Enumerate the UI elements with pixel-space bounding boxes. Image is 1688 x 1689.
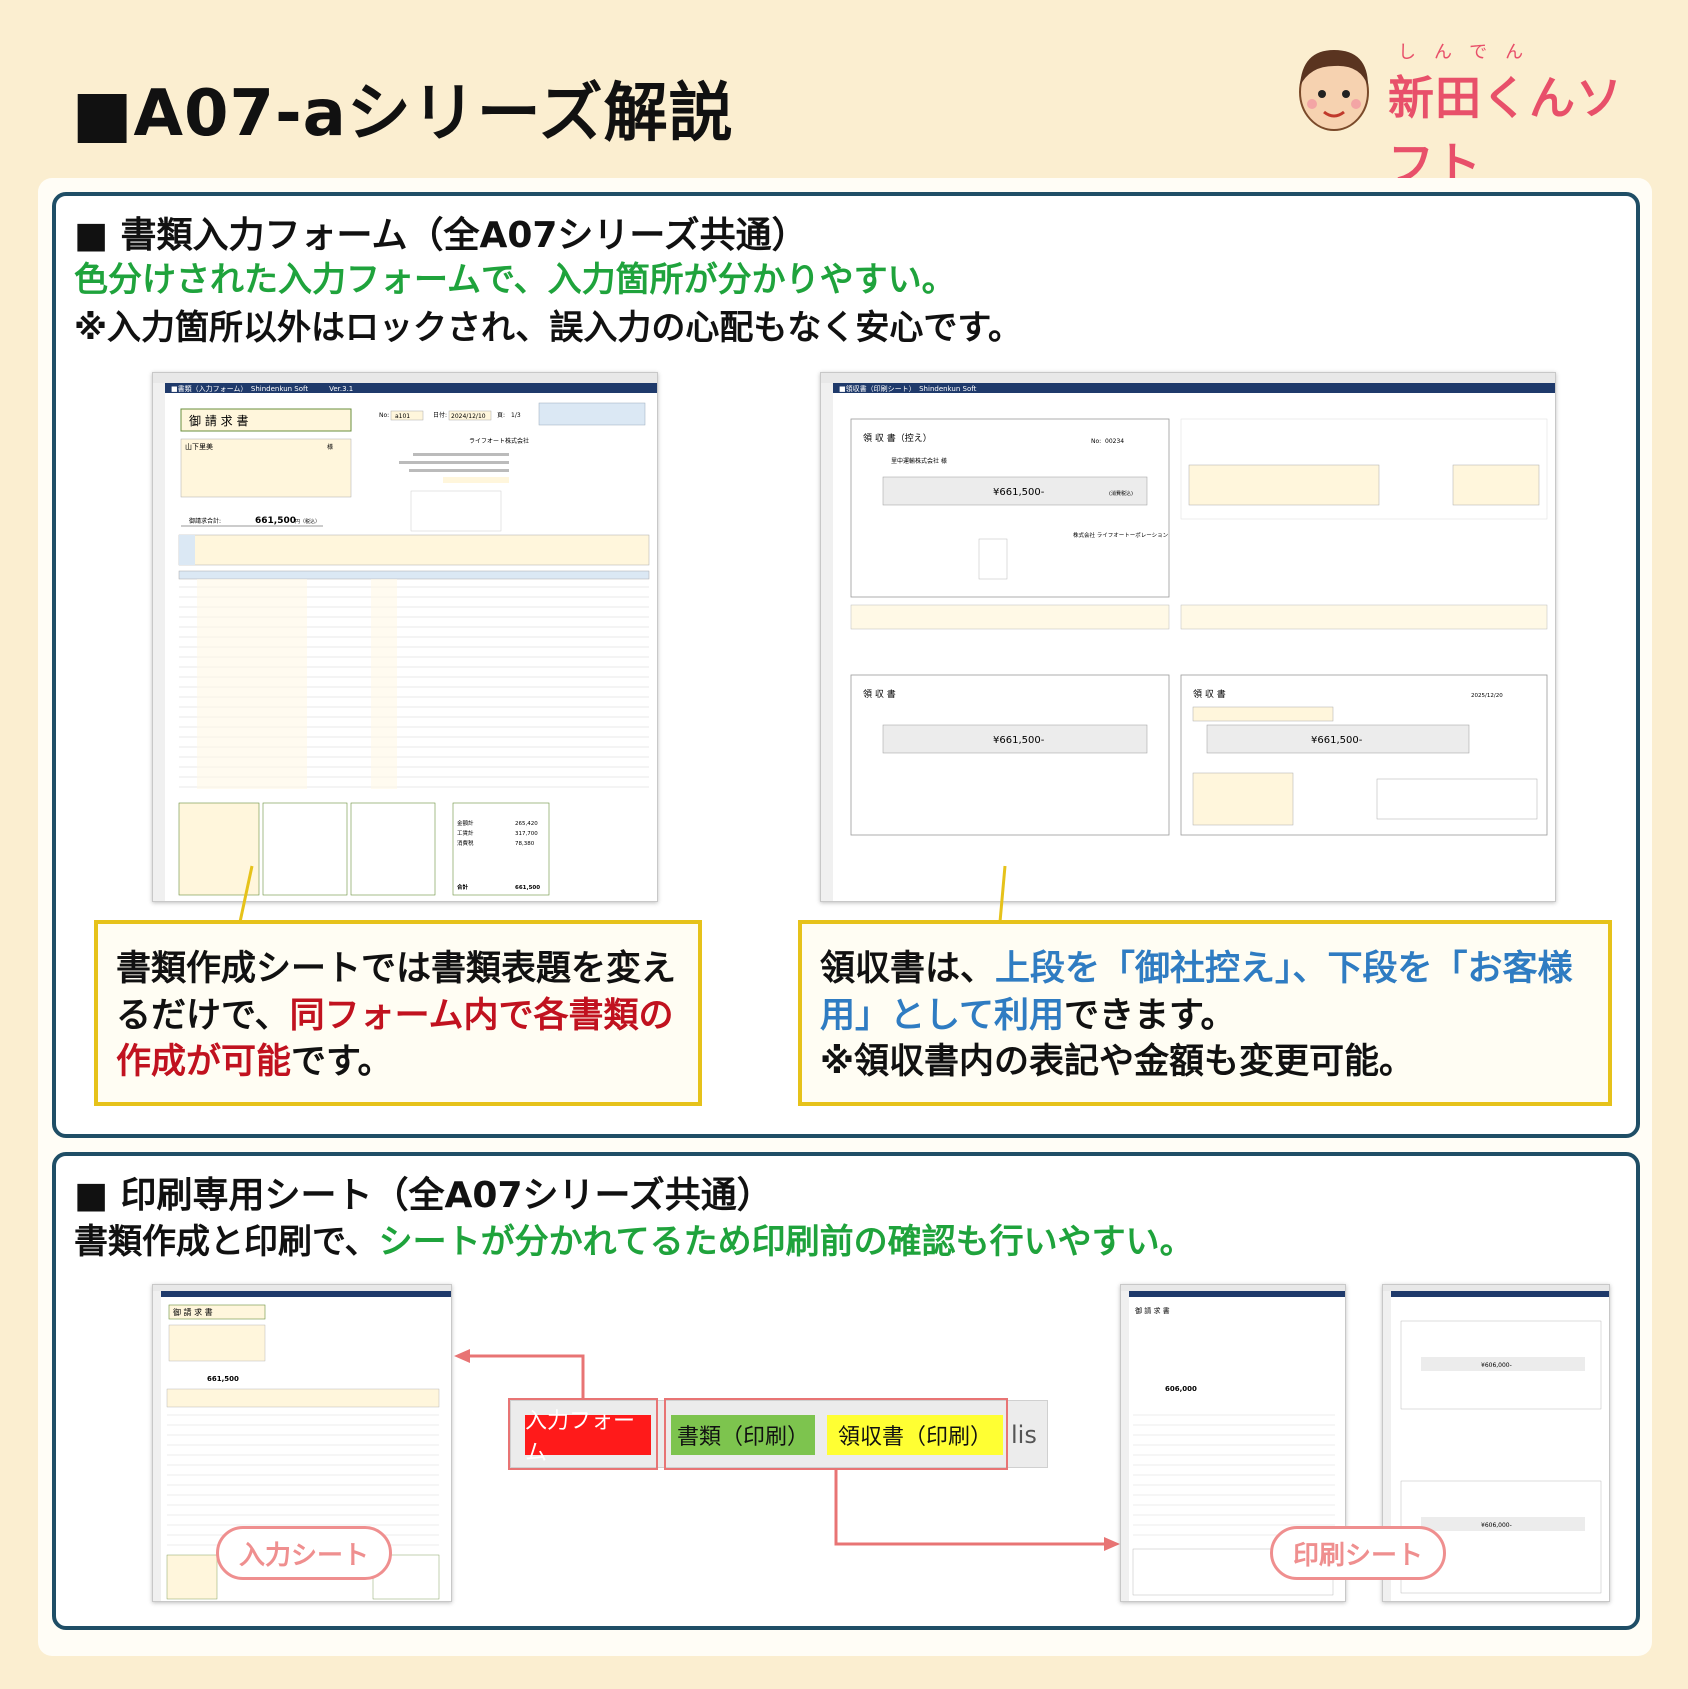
receipt-sheet-screenshot: ■領収書（印刷シート） Shindenkun Soft 領 収 書（控え） No… — [820, 372, 1556, 902]
receipt-title-copy: 領 収 書（控え） — [863, 432, 932, 444]
form-header-text: ■書類（入力フォーム） Shindenkun Soft Ver.3.1 — [171, 384, 353, 393]
callout-right-part1: 領収書は、 — [820, 949, 996, 989]
section2-line-highlight: シートが分かれてるため印刷前の確認も行いやすい。 — [378, 1222, 1194, 1262]
receipt-no-label: No: — [1091, 438, 1101, 445]
form-total-suffix: 円（税込） — [295, 518, 320, 525]
form-total-label: 御請求合計: — [189, 517, 221, 525]
thumb-doc-title: 御 請 求 書 — [1135, 1306, 1170, 1315]
receipt-header-text: ■領収書（印刷シート） Shindenkun Soft — [839, 384, 977, 393]
page-title: ■A07-aシリーズ解説 — [72, 77, 734, 151]
receipt-title-lower: 領 収 書 — [863, 688, 896, 700]
callout-right-highlight: 上段を「御社控え」、下段を「お客様用」として利用 — [820, 949, 1573, 1036]
callout-left-part2: です。 — [291, 1042, 393, 1083]
form-no-value: a101 — [395, 413, 410, 420]
input-form-screenshot: ■書類（入力フォーム） Shindenkun Soft Ver.3.1 御 請 … — [152, 372, 658, 902]
form-no-label: No: — [379, 412, 389, 419]
section1-heading: ■ 書類入力フォーム（全A07シリーズ共通） — [74, 215, 808, 256]
mascot-face-icon — [1299, 50, 1369, 131]
receipt-tax-note: (消費税込) — [1109, 490, 1133, 497]
form-honorific: 様 — [327, 443, 333, 451]
tab-receipt-print[interactable]: 領収書（印刷） — [827, 1415, 1003, 1455]
receipt-amount-right: ¥661,500- — [1311, 735, 1363, 746]
form-subtotal-label-1: 金額計 — [457, 819, 474, 827]
thumb-receipt-amount-1: ¥606,000- — [1481, 1362, 1512, 1369]
thumb-receipt-amount-2: ¥606,000- — [1481, 1522, 1512, 1529]
input-tab-highlight — [508, 1398, 658, 1470]
tab-list-partial[interactable]: lis — [1011, 1421, 1037, 1449]
section2-line: 書類作成と印刷で、シートが分かれてるため印刷前の確認も行いやすい。 — [74, 1214, 1194, 1263]
arrow-left-icon — [454, 1349, 470, 1363]
form-date-label: 日付: — [433, 411, 447, 419]
section1-line2: ※入力箇所以外はロックされ、誤入力の心配もなく安心です。 — [74, 308, 1022, 348]
section2-heading: ■ 印刷専用シート（全A07シリーズ共通） — [74, 1175, 773, 1216]
form-client: 山下里美 — [185, 442, 213, 451]
thumb-input-total: 661,500 — [207, 1375, 239, 1383]
form-subtotal-label-3: 消費税 — [457, 839, 474, 847]
form-company: ライフオート株式会社 — [469, 437, 529, 445]
form-total-value: 661,500 — [255, 516, 296, 526]
form-page-label: 頁: — [497, 412, 505, 419]
form-subtotal-value-1: 265,420 — [515, 821, 538, 827]
form-page-value: 1/3 — [511, 412, 521, 419]
receipt-issuer: 株式会社 ライフオートーポレーション — [1073, 531, 1169, 539]
form-date-value: 2024/12/10 — [451, 413, 486, 420]
form-subtotal-label-2: 工賃計 — [457, 829, 474, 837]
callout-right-part2: できます。 — [1063, 995, 1236, 1036]
input-sheet-label: 入力シート — [216, 1526, 392, 1580]
arrow-right-icon — [1104, 1537, 1120, 1551]
brand-logo: しんでん 新田くんソフト — [1290, 38, 1640, 191]
receipt-date-value: 2025/12/20 — [1471, 693, 1503, 699]
receipt-amount-lower: ¥661,500- — [993, 735, 1045, 746]
thumb-doc-total: 606,000 — [1165, 1385, 1197, 1393]
sheet-tab-bar: 入力フォーム 書類（印刷） 領収書（印刷） lis — [510, 1400, 1048, 1468]
print-sheet-label: 印刷シート — [1270, 1526, 1446, 1580]
receipt-amount: ¥661,500- — [993, 487, 1045, 498]
logo-ruby: しんでん — [1398, 42, 1542, 63]
callout-left-part1: 書類作成シートでは書類表題を変えるだけで、 — [116, 949, 677, 1036]
form-subtotal-label-4: 合計 — [457, 883, 469, 891]
form-subtotal-value-4: 661,500 — [515, 885, 540, 891]
receipt-title-right: 領 収 書 — [1193, 688, 1226, 700]
callout-right-line2: ※領収書内の表記や金額も変更可能。 — [820, 1042, 1415, 1083]
callout-document-sheet: 書類作成シートでは書類表題を変えるだけで、同フォーム内で各書類の作成が可能です。 — [94, 920, 702, 1106]
receipt-no-value: 00234 — [1105, 438, 1124, 445]
receipt-payer: 里中運輸株式会社 様 — [891, 457, 947, 465]
callout-left-highlight: 同フォーム内で各書類の作成が可能 — [116, 995, 674, 1083]
form-subtotal-value-2: 317,700 — [515, 831, 538, 837]
section2-line-part1: 書類作成と印刷で、 — [74, 1222, 379, 1262]
callout-receipt: 領収書は、上段を「御社控え」、下段を「お客様用」として利用できます。 ※領収書内… — [798, 920, 1612, 1106]
print-tabs-highlight — [664, 1398, 1008, 1470]
document-print-thumbnail: 御 請 求 書 606,000 — [1120, 1284, 1346, 1602]
thumb-input-title: 御 請 求 書 — [173, 1307, 213, 1317]
section1-line1: 色分けされた入力フォームで、入力箇所が分かりやすい。 — [74, 260, 956, 300]
tab-document-print[interactable]: 書類（印刷） — [671, 1415, 815, 1455]
form-doc-title: 御 請 求 書 — [189, 413, 248, 428]
form-subtotal-value-3: 78,380 — [515, 841, 535, 847]
